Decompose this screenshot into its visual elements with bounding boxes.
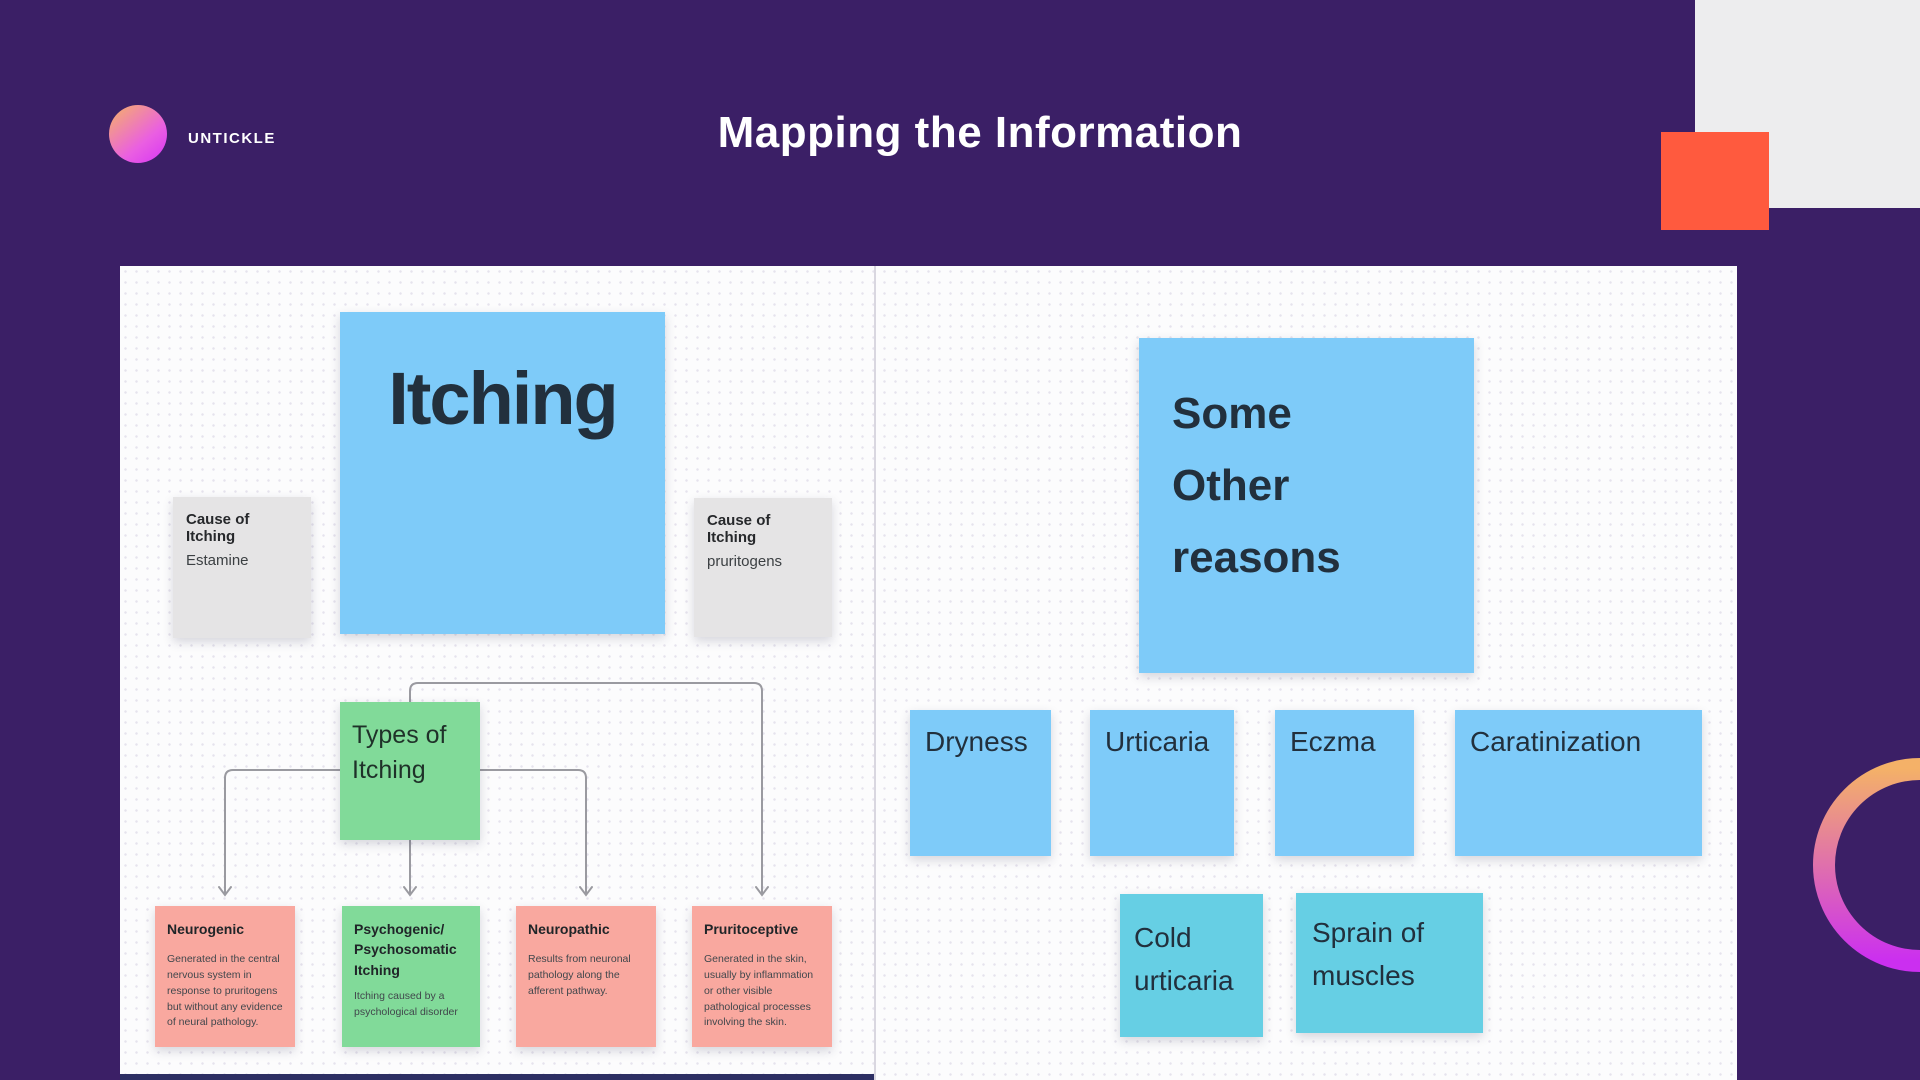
sticky-note-sprain-of-muscles[interactable]: Sprain of muscles (1296, 893, 1483, 1033)
sticky-body: Estamine (186, 552, 249, 569)
sticky-label: Types of Itching (352, 721, 447, 784)
sticky-title: Neurogenic (167, 921, 245, 937)
sticky-label-line: Some (1172, 389, 1292, 438)
sticky-note-cause-pruritogens[interactable]: Cause of Itching pruritogens (694, 498, 832, 637)
sticky-label-line: reasons (1172, 533, 1341, 583)
sticky-body: Results from neuronal pathology along th… (528, 953, 631, 997)
brand-name: UNTICKLE (188, 130, 276, 147)
sticky-note-types-of-itching[interactable]: Types of Itching (340, 702, 480, 840)
sticky-note-caratinization[interactable]: Caratinization (1455, 710, 1702, 856)
sticky-note-pruritoceptive[interactable]: Pruritoceptive Generated in the skin, us… (692, 906, 832, 1047)
sticky-title: Pruritoceptive (704, 921, 799, 937)
arrowhead-down-icon (403, 886, 417, 897)
sticky-note-itching[interactable]: Itching (340, 312, 665, 634)
sticky-note-dryness[interactable]: Dryness (910, 710, 1051, 856)
sticky-title: Cause of Itching (186, 511, 250, 545)
whiteboard-canvas: Itching Cause of Itching Estamine Cause … (120, 266, 1737, 1080)
connector-to-neurogenic (224, 769, 341, 895)
sticky-note-neuropathic[interactable]: Neuropathic Results from neuronal pathol… (516, 906, 656, 1047)
panel-divider (874, 266, 876, 1080)
sticky-note-some-other-reasons[interactable]: Some Other reasons (1139, 338, 1474, 673)
sticky-body: Generated in the skin, usually by inflam… (704, 953, 814, 1029)
page-title: Mapping the Information (717, 108, 1243, 157)
orange-square-decoration (1661, 132, 1769, 230)
sticky-note-cold-urticaria[interactable]: Cold urticaria (1120, 894, 1263, 1037)
sticky-title: Psychogenic/ Psychosomatic Itching (354, 921, 457, 978)
arrowhead-down-icon (218, 886, 232, 897)
arrowhead-down-icon (755, 886, 769, 897)
sticky-body: pruritogens (707, 553, 783, 570)
sticky-title: Neuropathic (528, 921, 610, 937)
sticky-label: Itching (388, 357, 619, 440)
left-panel-bottom-bar (120, 1074, 874, 1080)
sticky-note-cause-estamine[interactable]: Cause of Itching Estamine (173, 497, 311, 638)
sticky-note-neurogenic[interactable]: Neurogenic Generated in the central nerv… (155, 906, 295, 1047)
sticky-body: Itching caused by a psychological disord… (354, 989, 458, 1018)
sticky-body: Generated in the central nervous system … (167, 953, 283, 1029)
arrowhead-down-icon (579, 886, 593, 897)
sticky-label-line: Other (1172, 461, 1290, 511)
connector-to-neuropathic (479, 769, 587, 895)
gradient-ring-decoration (1813, 758, 1920, 972)
brand-logo-icon (109, 105, 167, 163)
sticky-note-psychogenic[interactable]: Psychogenic/ Psychosomatic Itching Itchi… (342, 906, 480, 1047)
sticky-note-eczma[interactable]: Eczma (1275, 710, 1414, 856)
sticky-note-urticaria[interactable]: Urticaria (1090, 710, 1234, 856)
sticky-title: Cause of Itching (707, 512, 771, 546)
